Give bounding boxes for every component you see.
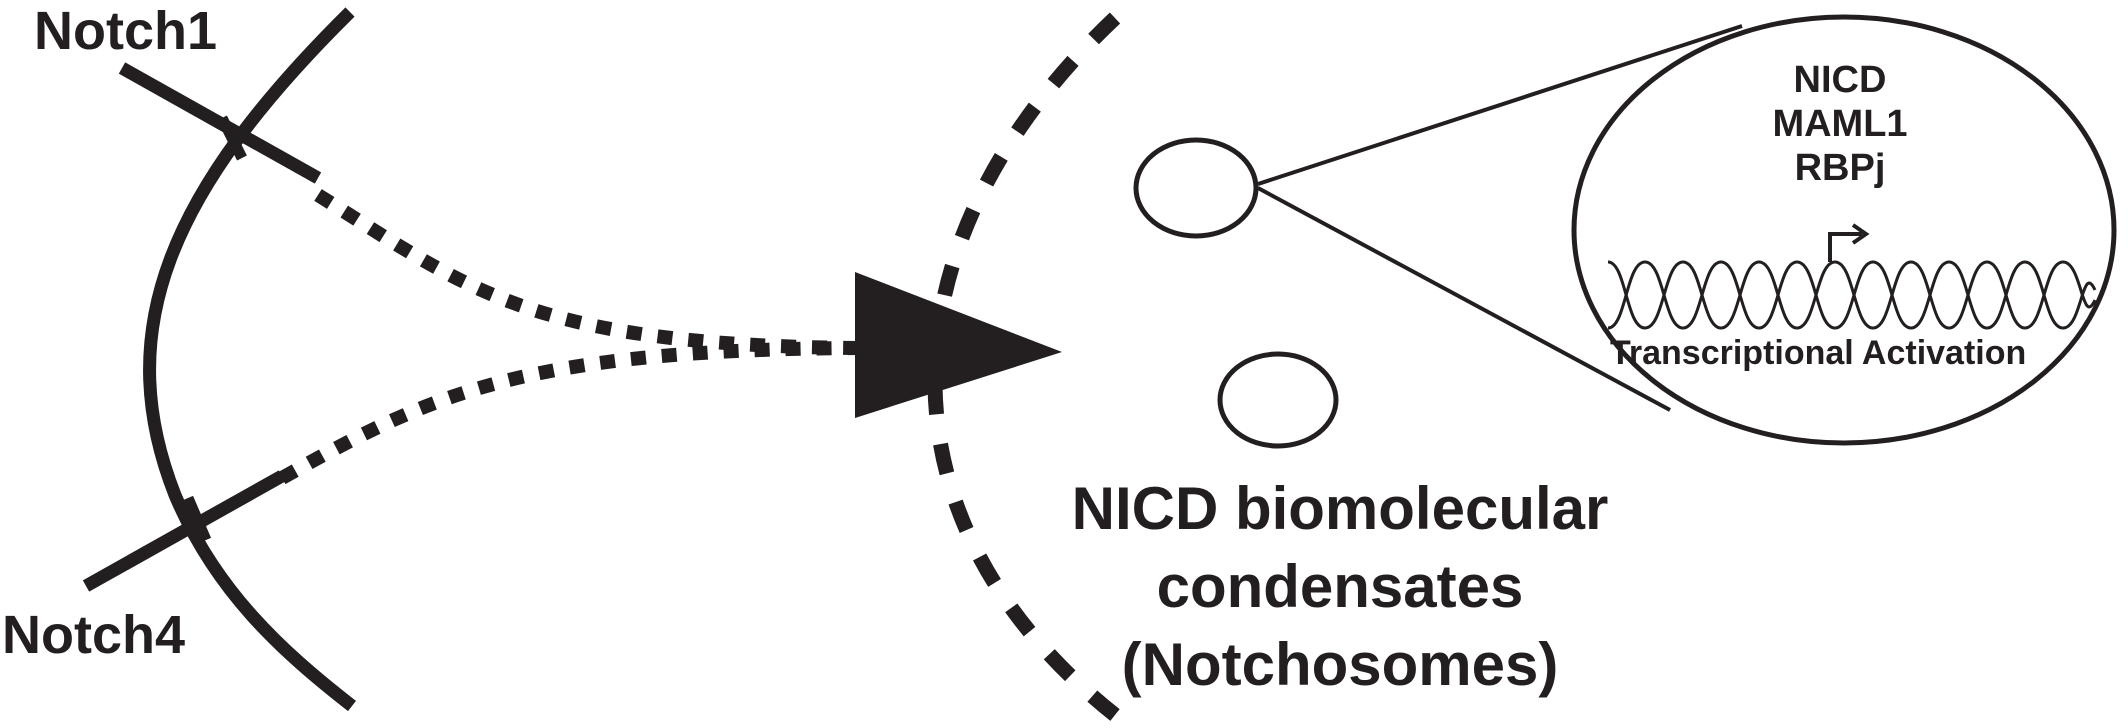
- zoom-line-bottom: [1257, 186, 1671, 412]
- transcription-start-arrowhead: [1851, 223, 1870, 245]
- notch4-label: Notch4: [2, 605, 186, 665]
- dna-strand-b: [1607, 260, 2097, 330]
- complex-nicd: NICD: [1793, 59, 1887, 101]
- condensates-label: NICD biomolecular condensates (Notchosom…: [1040, 470, 1640, 704]
- transcriptional-activation-label: Transcriptional Activation: [1610, 334, 2027, 372]
- zoom-line-top: [1257, 24, 1743, 186]
- nuclear-envelope: [927, 12, 1121, 721]
- translocation-arrowhead: [855, 272, 1062, 418]
- notch1-cleavage-mark: [217, 115, 247, 161]
- transcription-start-arrow: [1828, 232, 1862, 262]
- condensate-upper: [1133, 137, 1259, 239]
- notch1-label: Notch1: [34, 1, 218, 61]
- complex-maml1: MAML1: [1772, 103, 1908, 145]
- condensates-label-line-1: NICD biomolecular: [1071, 475, 1609, 542]
- notch4-receptor: [82, 470, 286, 592]
- notch4-cleavage-mark: [182, 495, 212, 543]
- condensates-label-line-2: condensates: [1156, 553, 1524, 620]
- condensates-label-line-3: (Notchosomes): [1121, 631, 1559, 698]
- zoom-inset: [1571, 14, 2117, 446]
- complex-rbpj: RBPj: [1794, 147, 1886, 189]
- condensate-lower: [1217, 351, 1339, 449]
- transcription-complex-label: NICD MAML1 RBPj: [1760, 58, 1920, 190]
- notch1-nicd-path: [314, 189, 859, 355]
- notch4-nicd-path: [278, 341, 859, 485]
- plasma-membrane: [143, 7, 356, 712]
